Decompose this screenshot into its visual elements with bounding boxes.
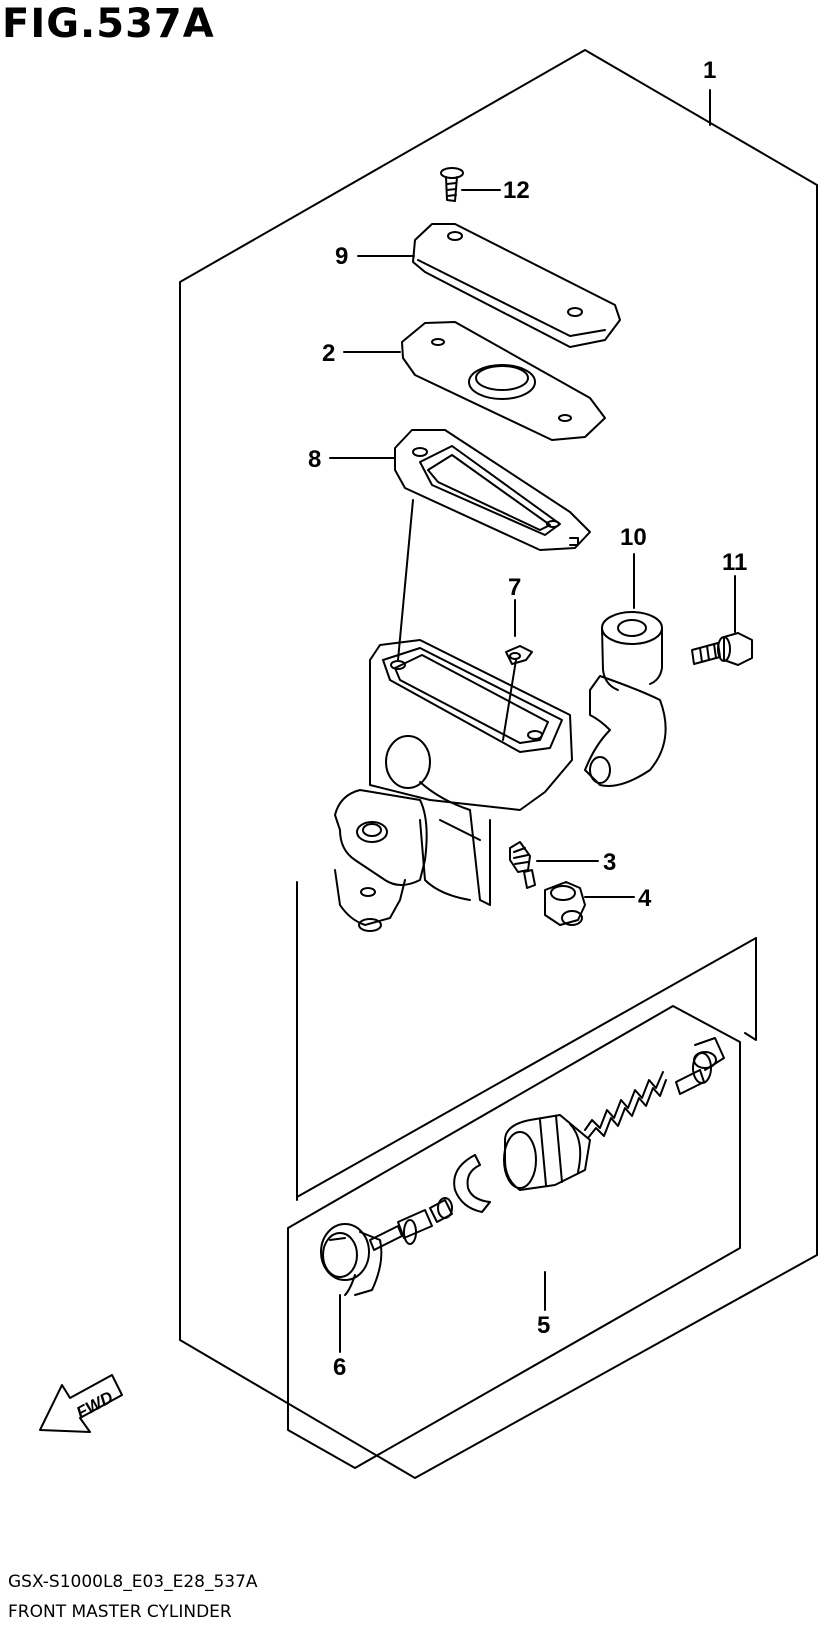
reservoir-cap-part-9 xyxy=(412,223,621,348)
push-rod xyxy=(369,1197,453,1251)
clip-part-7 xyxy=(505,645,533,665)
figure-title: FIG.537A xyxy=(2,1,215,47)
bleeder-cap-part-4 xyxy=(544,881,586,926)
footer-code: GSX-S1000L8_E03_E28_537A xyxy=(8,1572,258,1592)
piston xyxy=(503,1114,591,1191)
assembly-frame xyxy=(179,49,818,1479)
callout-2: 2 xyxy=(322,340,335,367)
callout-10: 10 xyxy=(620,524,647,551)
diaphragm-plate-part-2 xyxy=(401,321,606,441)
callout-6: 6 xyxy=(333,1354,346,1381)
master-cylinder-body xyxy=(334,639,573,932)
fwd-arrow-icon xyxy=(39,1374,123,1433)
footer-name: FRONT MASTER CYLINDER xyxy=(8,1602,232,1622)
callout-7: 7 xyxy=(508,574,521,601)
callout-12: 12 xyxy=(503,177,530,204)
screw-part-12 xyxy=(440,167,464,202)
snap-ring xyxy=(453,1154,491,1213)
dust-boot-part-6 xyxy=(320,1223,383,1296)
diaphragm-part-8 xyxy=(394,429,591,551)
callout-8: 8 xyxy=(308,446,321,473)
kit-bracket-frame xyxy=(744,937,757,1041)
hose-joint-part-10 xyxy=(584,611,667,787)
callout-5: 5 xyxy=(537,1312,550,1339)
return-spring xyxy=(584,1071,667,1139)
callout-1: 1 xyxy=(703,57,716,84)
callout-9: 9 xyxy=(335,243,348,270)
callout-11: 11 xyxy=(722,549,747,576)
spring-seat xyxy=(675,1037,725,1095)
callout-3: 3 xyxy=(603,849,616,876)
piston-kit-box xyxy=(287,1005,741,1469)
callout-4: 4 xyxy=(638,885,652,912)
bolt-part-11 xyxy=(691,632,753,666)
bleeder-screw-part-3 xyxy=(509,841,536,889)
